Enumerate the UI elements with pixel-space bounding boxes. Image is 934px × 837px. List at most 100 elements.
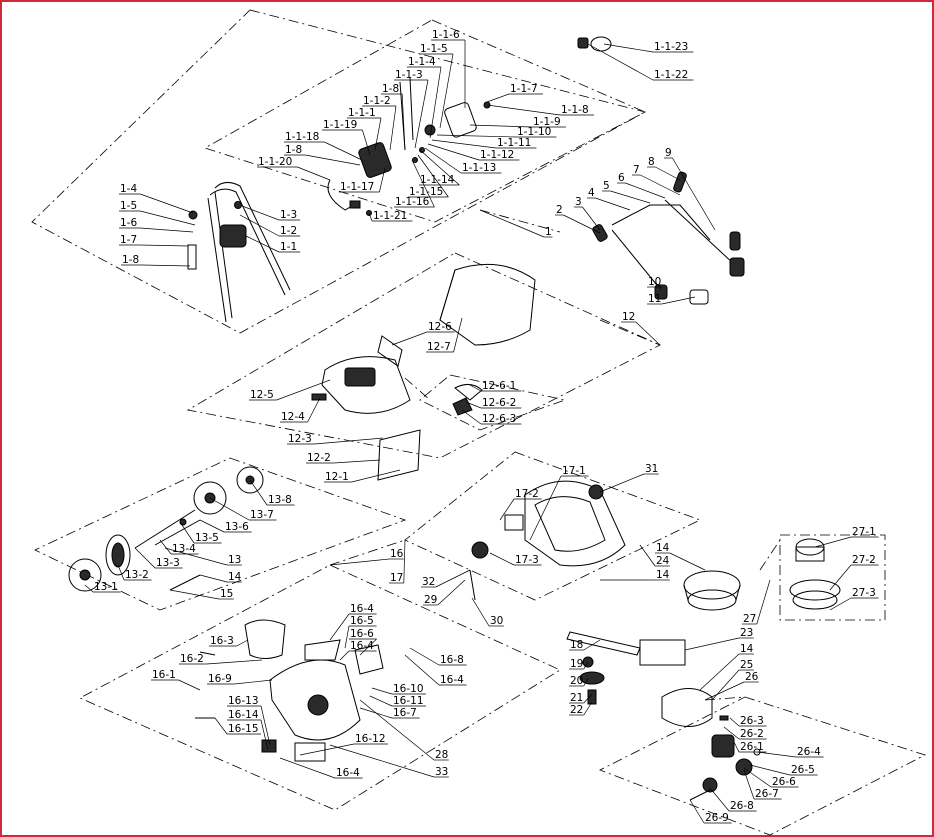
leader-line [333,459,381,464]
leader-line [603,43,654,53]
part-label: 13-8 [268,494,292,506]
part-label: 1-1-19 [323,119,357,131]
leader-line [339,650,350,661]
leader-line [404,654,440,686]
leader-line [206,659,263,665]
leader-line [391,331,428,346]
blade [566,631,641,656]
part-label: 13 [228,554,241,566]
leader-line [489,552,515,566]
part-label: 16-9 [208,673,232,685]
leader-line [117,564,125,581]
part-label: 11 [648,293,661,305]
part-label: 16-12 [355,733,386,745]
part-label: 16-5 [350,615,374,627]
leader-line [469,124,533,128]
part-label: 30 [490,615,503,627]
leader-line [465,401,482,409]
top-cover-group-frame [79,564,561,811]
group-frames [31,9,927,836]
part-label: 12-2 [307,452,331,464]
wheels [68,466,264,592]
leader-line [351,469,401,483]
grassbox-group-frame [186,252,661,459]
grassbox-clip-frame [419,374,567,431]
leader-line [414,79,429,149]
part-label: 27-1 [852,526,876,538]
leader-line [299,743,355,756]
leader-line [610,190,651,204]
leader-line [563,214,601,234]
leader-line [401,93,406,151]
part-label: 1-1-12 [480,149,514,161]
part-label: 1-1-18 [285,131,319,143]
part-label: 26 [745,671,759,683]
part-label: 1-6 [120,217,137,229]
leader-line [329,744,435,778]
gearbox-group-frame [599,696,927,836]
leader-line [635,321,661,346]
leader-line [245,235,280,253]
connector-16-17 [329,539,406,566]
part-label: 13-3 [156,557,180,569]
leader-line [260,719,269,751]
leader-line [814,536,852,548]
leader-line [583,661,589,670]
leader-line [704,681,745,701]
part-label: 21 [570,692,583,704]
leader-line [625,182,666,199]
leader-line [169,589,220,600]
part-label: 13-2 [125,569,149,581]
leader-line [140,210,196,226]
deflector [639,639,686,666]
part-label: 26-6 [772,776,796,788]
part-label: 10 [648,276,661,288]
part-labels: 1-1-61-1-51-1-41-1-31-81-1-21-1-11-1-191… [94,29,876,824]
leader-line [417,154,449,198]
part-label: 12-6-1 [482,380,516,392]
leader-line [756,751,797,758]
leader-line [142,264,191,267]
part-label: 1-1-7 [510,83,538,95]
leader-line [140,193,194,214]
leader-line [672,157,716,231]
leader-line [214,717,228,735]
leader-line [499,498,515,521]
part-label: 12-5 [250,389,274,401]
leader-line [411,159,435,208]
part-label: 1-1-3 [395,69,423,81]
leader-line [368,212,373,222]
part-label: 1-5 [120,200,137,212]
leader-line [199,519,225,533]
blade-assembly [566,631,713,727]
leader-line [260,705,271,746]
part-label: 14 [656,542,670,554]
leader-line [314,437,384,445]
part-label: 13-7 [250,509,274,521]
grass-box-top [321,356,411,414]
part-label: 1-2 [280,225,297,237]
part-label: 16-1 [152,669,176,681]
part-label: 27 [743,613,756,625]
part-label: 1-1-9 [533,116,561,128]
part-label: 1-1-4 [408,56,436,68]
leader-line [659,286,663,291]
part-label: 1-1-1 [348,107,376,119]
leader-line [307,397,321,423]
part-label: 1-1-21 [373,210,407,222]
part-label: 1 [545,226,552,238]
leader-line [582,206,601,231]
part-label: 12-6 [428,321,452,333]
part-label: 1-8 [122,254,139,266]
leader-line [403,539,406,584]
leader-line [479,209,545,238]
part-label: 24 [656,555,670,567]
parts [68,36,841,801]
leader-line [140,227,194,233]
part-label: 14 [228,571,242,583]
leader-line [140,244,189,247]
grass-box [311,263,536,481]
